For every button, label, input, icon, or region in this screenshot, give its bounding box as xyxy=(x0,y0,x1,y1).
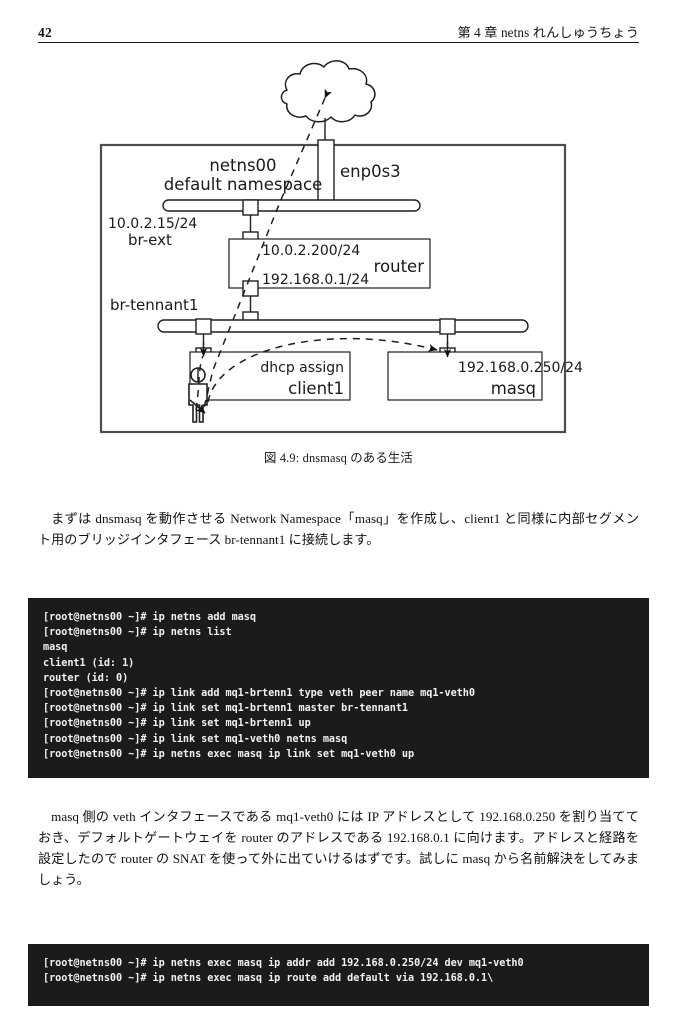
terminal-line: [root@netns00 ~]# ip netns exec masq ip … xyxy=(43,973,494,985)
terminal-line: [root@netns00 ~]# ip netns exec masq ip … xyxy=(43,748,415,760)
router-name-label: router xyxy=(374,257,425,276)
chapter-title: 第 4 章 netns れんしゅうちょう xyxy=(457,24,639,40)
terminal-line: [root@netns00 ~]# ip link set mq1-brtenn… xyxy=(43,718,311,730)
netns00-label: netns00 xyxy=(209,156,276,175)
client1-box xyxy=(189,351,351,401)
terminal-line: [root@netns00 ~]# ip netns add masq xyxy=(43,612,256,623)
paragraph-intro: まずは dnsmasq を動作させる Network Namespace「mas… xyxy=(38,511,639,547)
dashed-flow-uplink xyxy=(203,88,332,409)
terminal-line: [root@netns00 ~]# ip link set mq1-brtenn… xyxy=(43,703,409,715)
page-header: 42 第 4 章 netns れんしゅうちょう xyxy=(38,18,639,43)
terminal-line: [root@netns00 ~]# ip link set mq1-veth0 … xyxy=(43,733,348,745)
br-tennant1-port-client1-square xyxy=(195,318,212,335)
terminal-line: [root@netns00 ~]# ip netns list xyxy=(43,627,232,639)
br-ext-port-square xyxy=(242,199,259,216)
dashed-dhcp-client-link xyxy=(195,355,204,411)
br-tennant1-port-masq-square xyxy=(439,318,456,335)
br-ext-name-label: br-ext xyxy=(128,231,172,249)
terminal-line: [root@netns00 ~]# ip netns exec masq ip … xyxy=(43,958,524,969)
router-tennant-ip-label: 192.168.0.1/24 xyxy=(262,272,369,288)
dhcp-arrow-to-person xyxy=(189,399,206,414)
client1-name-label: client1 xyxy=(288,379,344,398)
masq-name-label: masq xyxy=(491,379,536,398)
br-tennant1-name-label: br-tennant1 xyxy=(110,296,198,314)
router-port-tennant-square xyxy=(242,280,259,297)
enp0s3-label: enp0s3 xyxy=(340,162,401,181)
paragraph-masq-config: masq 側の veth インタフェースである mq1-veth0 には IP … xyxy=(38,809,639,887)
dhcp-assign-label: dhcp assign xyxy=(260,360,344,376)
terminal-block-2: [root@netns00 ~]# ip netns exec masq ip … xyxy=(28,944,649,1006)
page-number: 42 xyxy=(38,24,52,40)
masq-box xyxy=(387,351,543,401)
br-ext-bridge-bar xyxy=(162,199,421,212)
internet-cloud-icon xyxy=(280,60,376,123)
figure-caption: 図 4.9: dnsmasq のある生活 xyxy=(264,451,413,465)
terminal-line: router (id: 0) xyxy=(43,672,129,684)
router-ext-ip-label: 10.0.2.200/24 xyxy=(262,243,360,259)
enp0s3-interface-box xyxy=(317,139,335,208)
terminal-line: [root@netns00 ~]# ip link add mq1-brtenn… xyxy=(43,688,475,700)
terminal-block-1: [root@netns00 ~]# ip netns add masq [roo… xyxy=(28,598,649,778)
terminal-line: client1 (id: 1) xyxy=(43,657,135,669)
masq-ip-label: 192.168.0.250/24 xyxy=(458,360,583,376)
terminal-line: masq xyxy=(43,642,68,654)
dashed-dhcp-assign-arc xyxy=(207,337,438,403)
br-tennant1-bridge-bar xyxy=(157,319,529,333)
figure-dnsmasq-diagram: netns00 default namespace enp0s3 10.0.2.… xyxy=(0,50,677,470)
default-namespace-label: default namespace xyxy=(164,175,323,194)
br-ext-ip-label: 10.0.2.15/24 xyxy=(108,216,197,232)
router-box xyxy=(228,238,431,289)
